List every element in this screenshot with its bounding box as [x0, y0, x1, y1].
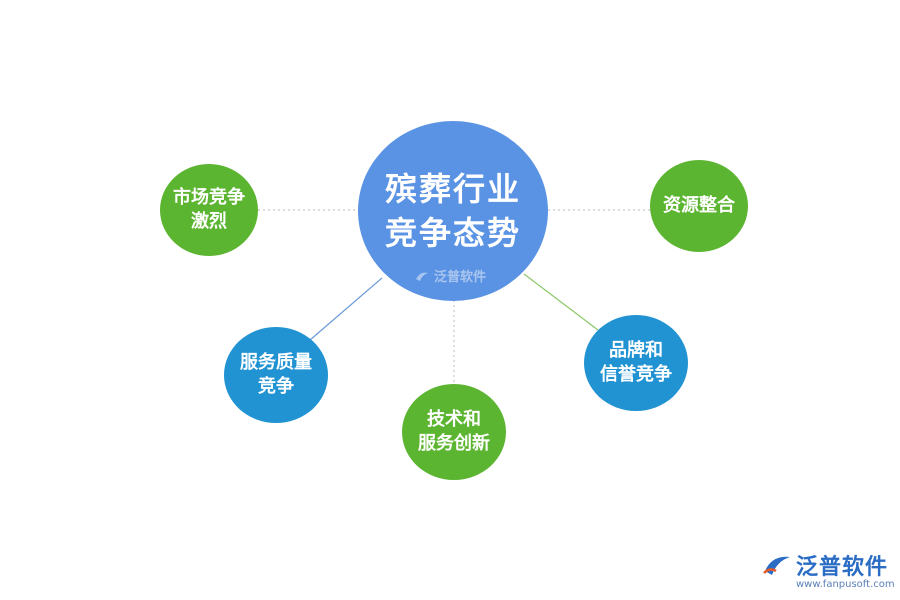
brand-logo: 泛普软件 www.fanpusoft.com: [762, 549, 895, 590]
node-label-line: 服务创新: [418, 433, 490, 454]
node-brand-reputation: 品牌和 信誉竞争: [584, 315, 688, 411]
connector-brand: [523, 273, 599, 331]
center-line-1: 殡葬行业: [384, 170, 521, 208]
center-node: 殡葬行业 竞争态势: [358, 121, 548, 301]
node-resource-integration: 资源整合: [650, 160, 748, 252]
center-line-2: 竞争态势: [384, 214, 521, 252]
logo-url: www.fanpusoft.com: [796, 579, 895, 590]
logo-text: 泛普软件: [796, 555, 889, 580]
connector-service: [309, 277, 383, 341]
node-label-line: 资源整合: [663, 195, 735, 216]
watermark-text: 泛普软件: [434, 270, 487, 285]
node-market-competition: 市场竞争 激烈: [160, 164, 258, 256]
node-label-line: 激烈: [191, 211, 227, 232]
node-tech-innovation: 技术和 服务创新: [402, 384, 506, 480]
fanpu-logo-icon: [763, 556, 790, 575]
node-label-line: 技术和: [427, 409, 481, 430]
node-label-line: 服务质量: [240, 352, 312, 373]
node-service-quality: 服务质量 竞争: [224, 327, 328, 423]
node-label-line: 竞争: [258, 376, 294, 397]
center-watermark: 泛普软件: [414, 266, 486, 285]
node-label-line: 信誉竞争: [600, 364, 672, 385]
watermark-logo-icon: [416, 272, 428, 281]
node-label-line: 市场竞争: [173, 187, 245, 208]
node-label-line: 品牌和: [609, 340, 663, 361]
